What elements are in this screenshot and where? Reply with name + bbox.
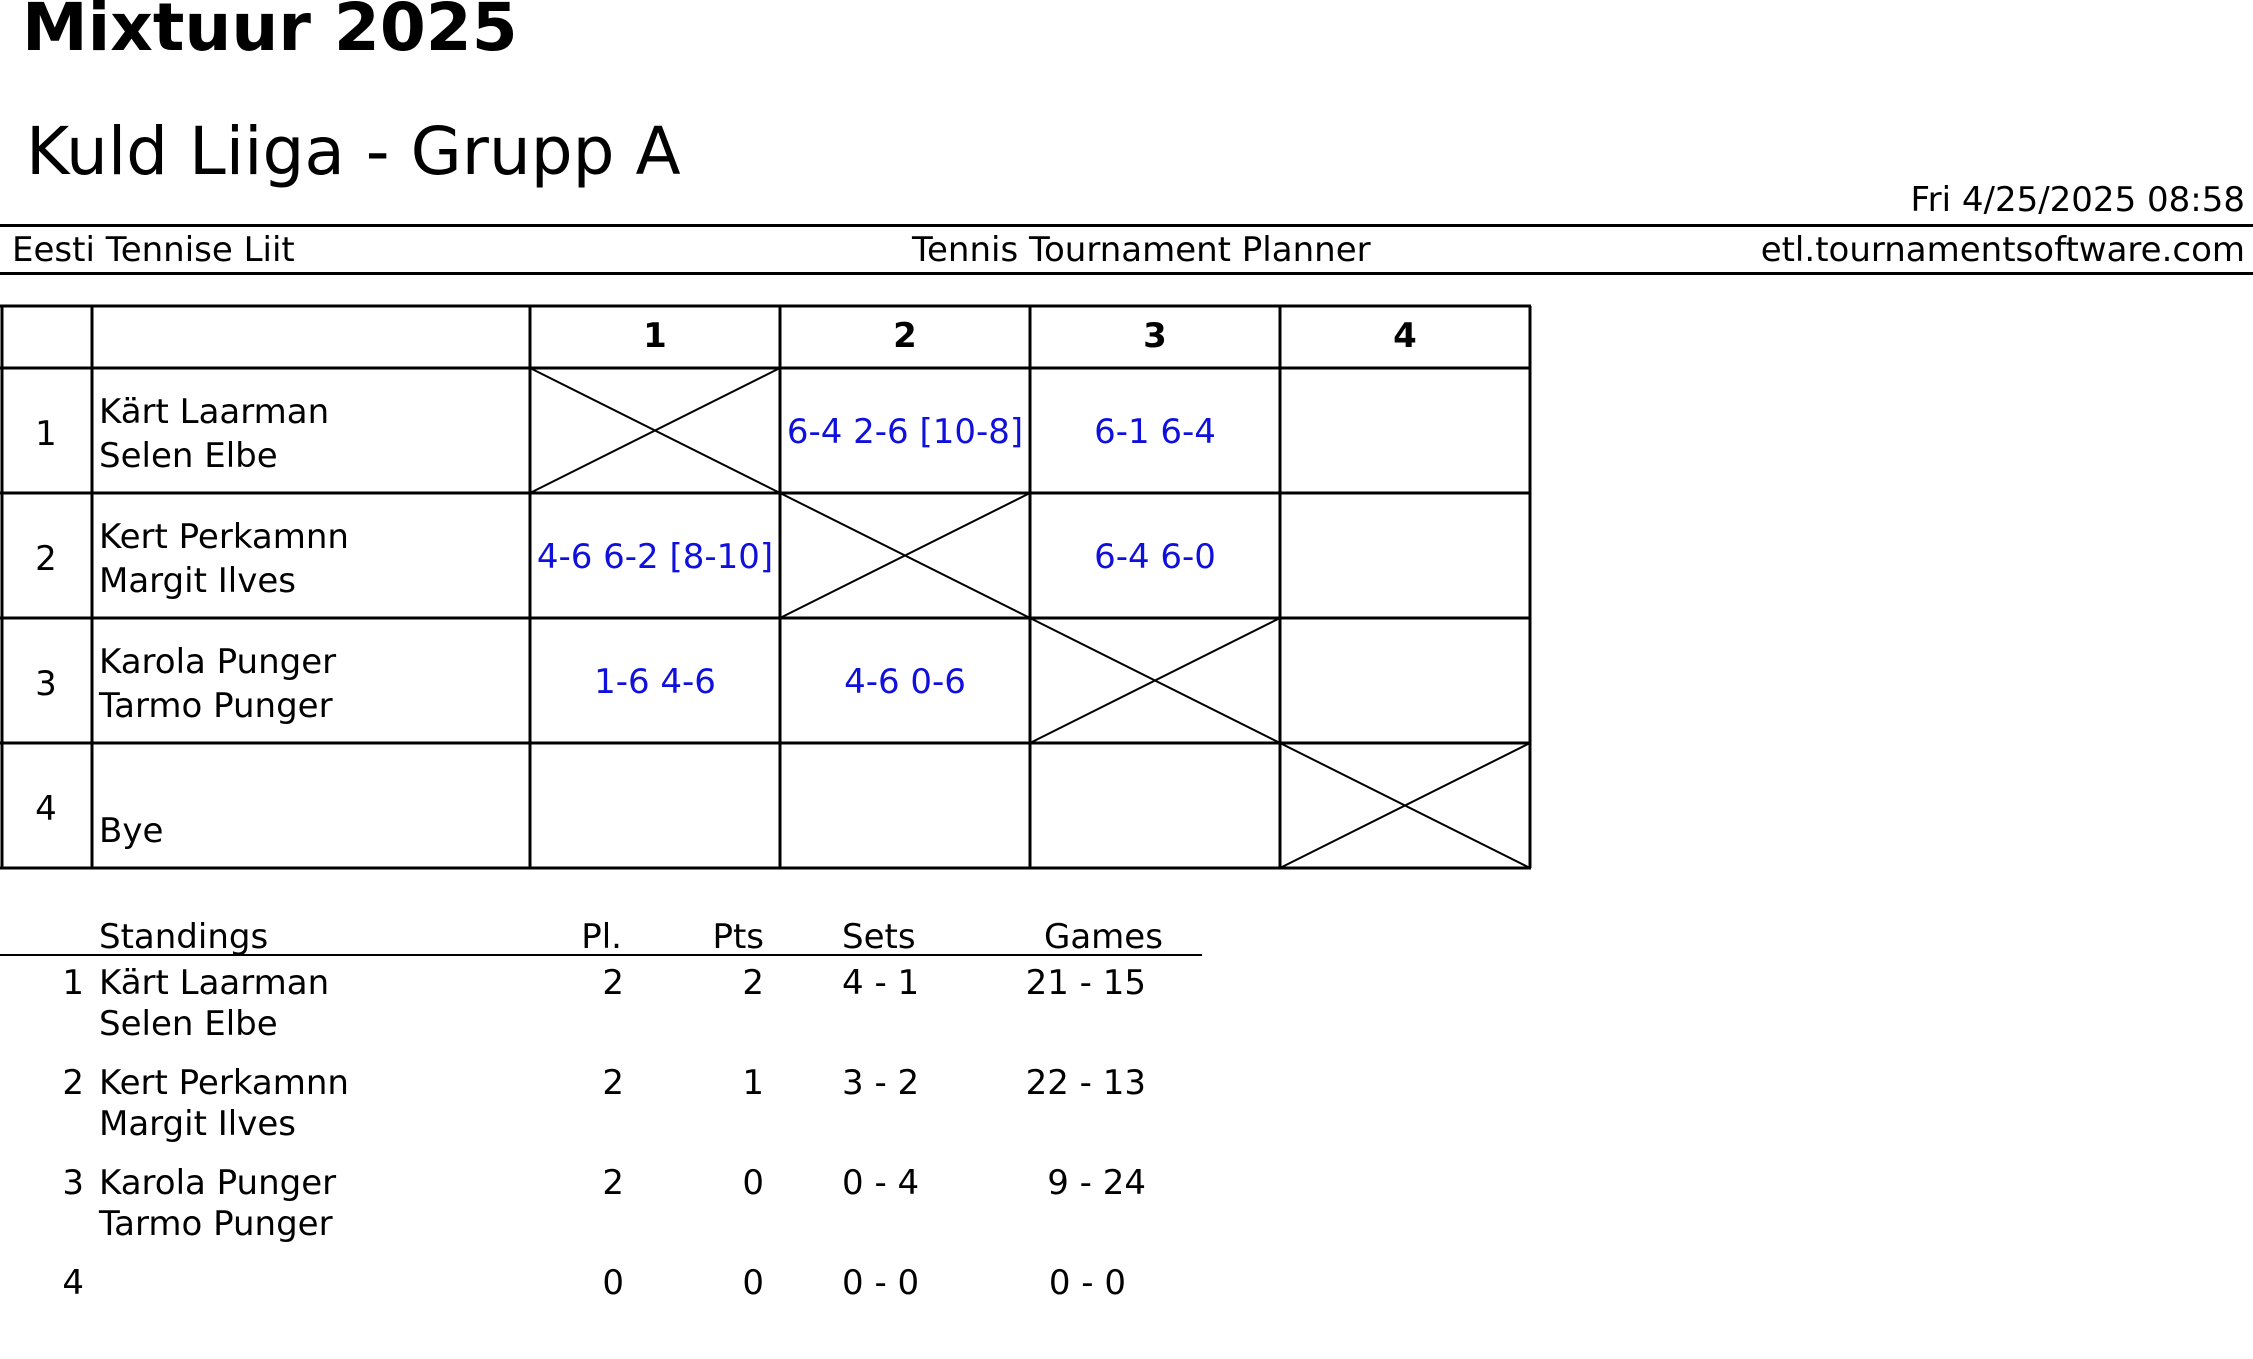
row-2-player-2[interactable]: Margit Ilves: [99, 561, 296, 601]
website-url: etl.tournamentsoftware.com: [1760, 230, 2245, 270]
standings-row-4-played: 0: [602, 1263, 624, 1303]
standings-row-1-sets: 4 - 1: [842, 963, 920, 1003]
score-3-vs-2[interactable]: 4-6 0-6: [844, 662, 966, 702]
column-header-2: 2: [893, 316, 917, 356]
column-header-4: 4: [1393, 316, 1417, 356]
standings-row-1-player-1[interactable]: Kärt Laarman: [99, 963, 330, 1003]
row-number-1: 1: [35, 414, 57, 454]
row-1-player-1[interactable]: Kärt Laarman: [99, 392, 330, 432]
score-2-vs-3[interactable]: 6-4 6-0: [1094, 537, 1216, 577]
standings-rank-2: 2: [62, 1063, 84, 1103]
standings-row-1-points: 2: [742, 963, 764, 1003]
standings-rank-1: 1: [62, 963, 84, 1003]
group-title: Kuld Liiga - Grupp A: [26, 113, 681, 190]
standings-row-2-player-1[interactable]: Kert Perkamnn: [99, 1063, 349, 1103]
self-match-cross-4b: [1279, 742, 1531, 869]
standings-row-4-games: 0 - 0: [1048, 1263, 1126, 1303]
application-name: Tennis Tournament Planner: [912, 230, 1371, 270]
standings-row-3-player-2[interactable]: Tarmo Punger: [99, 1204, 333, 1244]
standings-row-1-player-2[interactable]: Selen Elbe: [99, 1004, 278, 1044]
standings-title: Standings: [99, 917, 269, 957]
header-rule-top: [0, 224, 2253, 227]
column-header-1: 1: [643, 316, 667, 356]
print-timestamp: Fri 4/25/2025 08:58: [1910, 180, 2245, 220]
standings-row-3-played: 2: [602, 1163, 624, 1203]
score-1-vs-2[interactable]: 6-4 2-6 [10-8]: [786, 412, 1024, 452]
standings-row-2-played: 2: [602, 1063, 624, 1103]
standings-row-4-sets: 0 - 0: [842, 1263, 920, 1303]
standings-rank-3: 3: [62, 1163, 84, 1203]
standings-row-2-points: 1: [742, 1063, 764, 1103]
row-3-player-1[interactable]: Karola Punger: [99, 642, 337, 682]
column-header-3: 3: [1143, 316, 1167, 356]
standings-row-3-sets: 0 - 4: [842, 1163, 920, 1203]
self-match-cross-2b: [779, 492, 1031, 619]
row-2-player-1[interactable]: Kert Perkamnn: [99, 517, 349, 557]
header-rule-bottom: [0, 272, 2253, 275]
row-number-3: 3: [35, 664, 57, 704]
standings-header-sets: Sets: [842, 917, 916, 957]
standings-row-4-points: 0: [742, 1263, 764, 1303]
standings-header-games: Games: [1044, 917, 1163, 957]
row-number-4: 4: [35, 789, 57, 829]
row-number-2: 2: [35, 539, 57, 579]
standings-row-3-player-1[interactable]: Karola Punger: [99, 1163, 337, 1203]
score-3-vs-1[interactable]: 1-6 4-6: [594, 662, 716, 702]
standings-row-2-player-2[interactable]: Margit Ilves: [99, 1104, 296, 1144]
score-2-vs-1[interactable]: 4-6 6-2 [8-10]: [536, 537, 774, 577]
self-match-cross-3b: [1029, 617, 1281, 744]
score-1-vs-3[interactable]: 6-1 6-4: [1094, 412, 1216, 452]
standings-row-3-points: 0: [742, 1163, 764, 1203]
organization-name: Eesti Tennise Liit: [12, 230, 295, 270]
standings-row-2-games: 22 - 13: [1025, 1063, 1146, 1103]
standings-row-2-sets: 3 - 2: [842, 1063, 920, 1103]
standings-row-1-games: 21 - 15: [1025, 963, 1146, 1003]
standings-header-points: Pts: [712, 917, 764, 957]
row-1-player-2[interactable]: Selen Elbe: [99, 436, 278, 476]
standings-row-3-games: 9 - 24: [1047, 1163, 1146, 1203]
document-title: Mixtuur 2025: [22, 0, 518, 66]
row-3-player-2[interactable]: Tarmo Punger: [99, 686, 333, 726]
self-match-cross-1b: [529, 367, 781, 494]
row-4-player-2: Bye: [99, 811, 164, 851]
standings-rank-4: 4: [62, 1263, 84, 1303]
standings-header-played: Pl.: [581, 917, 622, 957]
standings-row-1-played: 2: [602, 963, 624, 1003]
